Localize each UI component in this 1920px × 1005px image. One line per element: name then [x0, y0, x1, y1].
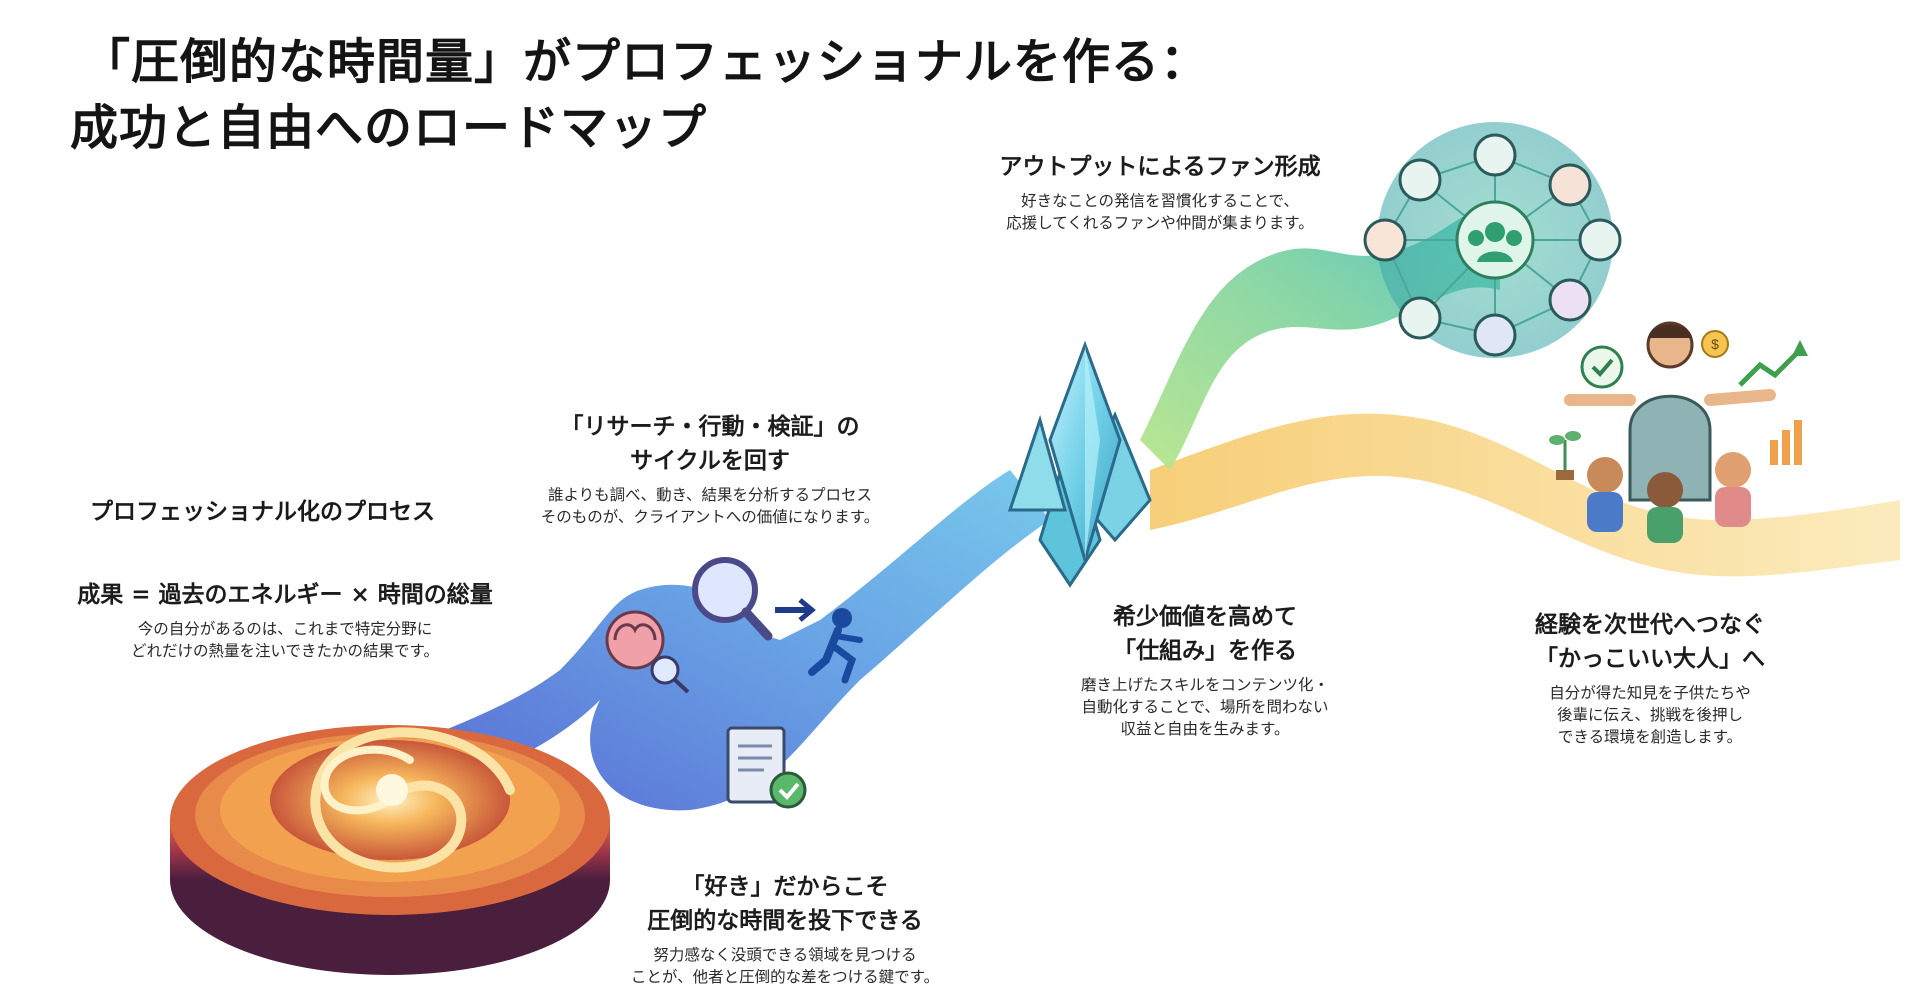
fans-body: 好きなことの発信を習慣化することで、 応援してくれるファンや仲間が集まります。	[950, 190, 1370, 234]
mentor-teaching-icon: $	[1549, 321, 1808, 543]
legacy-block: 経験を次世代へつなぐ 「かっこいい大人」へ 自分が得た知見を子供たちや 後輩に伝…	[1480, 608, 1820, 748]
cycle-heading-line-2: サイクルを回す	[630, 448, 790, 474]
formula-body-line: 今の自分があるのは、これまで特定分野に	[137, 620, 433, 638]
magnifier-icon	[692, 557, 816, 641]
love-body-line: ことが、他者と圧倒的な差をつける鍵です。	[630, 968, 940, 986]
formula-body-line: どれだけの熱量を注いできたかの結果です。	[131, 642, 439, 660]
growth-arrow-icon	[1738, 340, 1808, 387]
people-group-icon	[1455, 200, 1535, 280]
love-body-line: 努力感なく没頭できる領域を見つける	[653, 946, 917, 964]
value-block: 希少価値を高めて 「仕組み」を作る 磨き上げたスキルをコンテンツ化・ 自動化する…	[1045, 600, 1365, 740]
fans-block: アウトプットによるファン形成 好きなことの発信を習慣化することで、 応援してくれ…	[950, 150, 1370, 234]
love-block: 「好き」だからこそ 圧倒的な時間を投下できる 努力感なく没頭できる領域を見つける…	[595, 870, 975, 988]
formula-body: 今の自分があるのは、これまで特定分野に どれだけの熱量を注いできたかの結果です。	[55, 618, 515, 662]
legacy-body-line: 後輩に伝え、挑戦を後押し	[1556, 706, 1743, 724]
legacy-heading-line-2: 「かっこいい大人」へ	[1535, 646, 1765, 672]
energy-spiral-icon	[170, 725, 610, 975]
fans-body-line: 好きなことの発信を習慣化することで、	[1021, 192, 1299, 210]
running-person-icon	[808, 608, 863, 684]
legacy-body-line: 自分が得た知見を子供たちや	[1549, 684, 1751, 702]
love-body: 努力感なく没頭できる領域を見つける ことが、他者と圧倒的な差をつける鍵です。	[595, 944, 975, 988]
svg-text:$: $	[1711, 336, 1719, 352]
cycle-block: 「リサーチ・行動・検証」の サイクルを回す 誰よりも調べ、動き、結果を分析するプ…	[500, 410, 920, 528]
fans-heading: アウトプットによるファン形成	[999, 154, 1321, 180]
main-title-line-1: 「圧倒的な時間量」がプロフェッショナルを作る：	[82, 34, 1210, 90]
cycle-body-line: そのものが、クライアントへの価値になります。	[540, 508, 880, 526]
crystal-icon	[1007, 340, 1152, 588]
value-body-line: 磨き上げたスキルをコンテンツ化・	[1080, 676, 1329, 694]
formula-block: 成果 = 過去のエネルギー × 時間の総量 今の自分があるのは、これまで特定分野…	[55, 578, 515, 662]
value-body-line: 自動化することで、場所を問わない	[1081, 698, 1329, 716]
process-heading: プロフェッショナル化のプロセス	[90, 499, 435, 525]
path-gold-ribbon	[1150, 413, 1900, 577]
cycle-body-line: 誰よりも調べ、動き、結果を分析するプロセス	[547, 486, 873, 504]
legacy-body-line: できる環境を創造します。	[1557, 728, 1743, 746]
value-body: 磨き上げたスキルをコンテンツ化・ 自動化することで、場所を問わない 収益と自由を…	[1045, 674, 1365, 740]
legacy-body: 自分が得た知見を子供たちや 後輩に伝え、挑戦を後押し できる環境を創造します。	[1480, 682, 1820, 748]
love-heading-line-2: 圧倒的な時間を投下できる	[647, 908, 923, 934]
value-body-line: 収益と自由を生みます。	[1120, 720, 1290, 738]
legacy-heading-line-1: 経験を次世代へつなぐ	[1535, 612, 1765, 638]
cycle-body: 誰よりも調べ、動き、結果を分析するプロセス そのものが、クライアントへの価値にな…	[500, 484, 920, 528]
cycle-heading-line-1: 「リサーチ・行動・検証」の	[560, 414, 860, 440]
value-heading-line-2: 「仕組み」を作る	[1113, 638, 1297, 664]
sprout-icon	[1549, 431, 1581, 480]
bar-chart-icon	[1770, 420, 1802, 465]
dollar-coin-icon: $	[1701, 330, 1729, 358]
path-blue-ribbon	[420, 470, 1050, 811]
love-heading-line-1: 「好き」だからこそ	[681, 874, 889, 900]
fans-body-line: 応援してくれるファンや仲間が集まります。	[1006, 214, 1314, 232]
main-title-line-2: 成功と自由へのロードマップ	[70, 100, 708, 156]
formula-heading: 成果 = 過去のエネルギー × 時間の総量	[77, 582, 493, 608]
brain-icon	[605, 610, 690, 694]
document-check-icon	[726, 726, 807, 809]
check-circle-icon	[1580, 345, 1624, 389]
fan-network	[1363, 122, 1622, 358]
value-heading-line-1: 希少価値を高めて	[1113, 604, 1297, 630]
person-avatar-icon	[1363, 133, 1622, 357]
